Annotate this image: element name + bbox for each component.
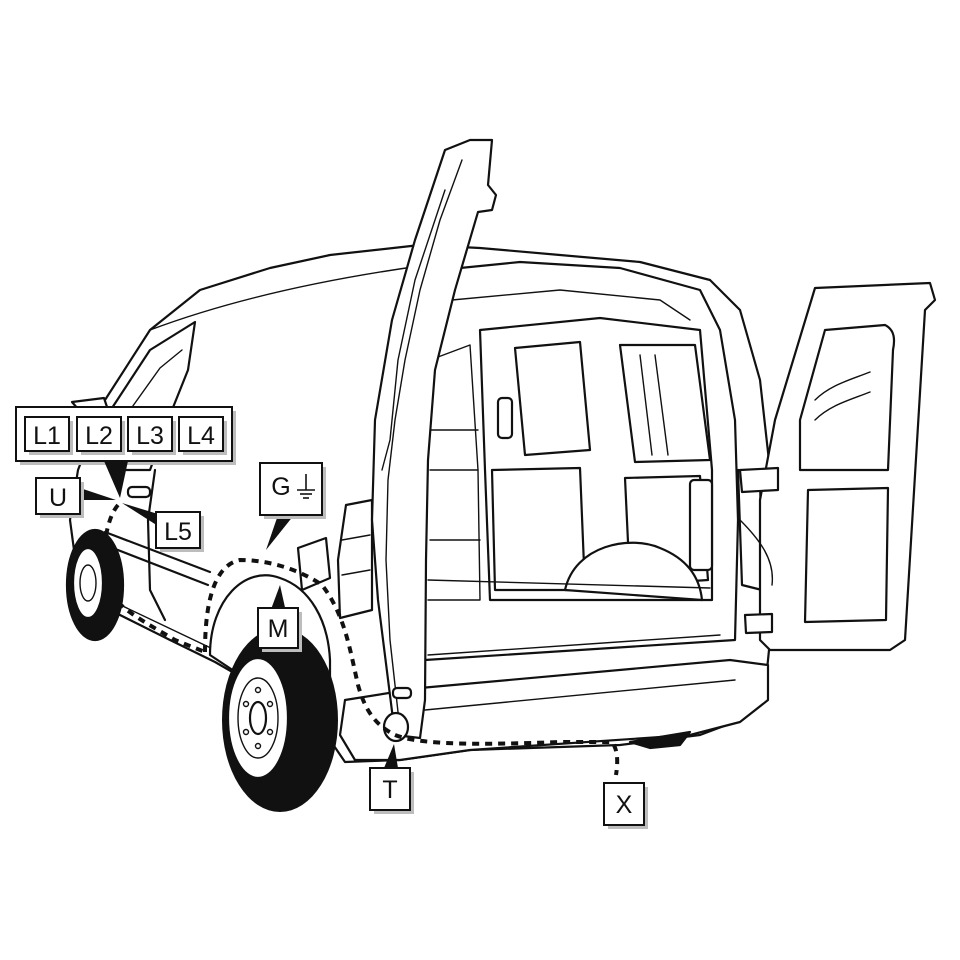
cargo-interior-ceiling xyxy=(451,289,691,321)
t-pointer xyxy=(384,744,398,768)
label-l5: L5 xyxy=(122,503,204,552)
label-m: M xyxy=(257,585,302,652)
left-door-reflector xyxy=(391,686,413,700)
bumper-line xyxy=(424,679,736,711)
underbody xyxy=(628,730,692,750)
van-illustration xyxy=(65,138,937,812)
wiring-harness-bumper xyxy=(394,733,620,776)
cargo-hook-left xyxy=(496,396,514,440)
right-door-hinge-top xyxy=(738,466,780,494)
svg-text:T: T xyxy=(382,776,397,804)
u-pointer xyxy=(80,488,116,500)
cab-window-left xyxy=(513,340,592,457)
left-tail-light-inner xyxy=(341,534,371,576)
front-door-handle xyxy=(126,485,152,499)
label-x: X xyxy=(603,782,648,829)
right-rear-door-panel xyxy=(803,486,890,624)
door-strap xyxy=(739,519,774,586)
cargo-left-ribs xyxy=(429,429,481,541)
label-g: G xyxy=(259,462,326,550)
g-pointer xyxy=(266,515,294,550)
svg-text:L2: L2 xyxy=(85,422,113,450)
ground-symbol-icon xyxy=(297,474,315,499)
cargo-hook-right xyxy=(688,478,714,572)
l5-pointer xyxy=(122,503,158,526)
cab-window-right-inner xyxy=(639,354,669,456)
svg-text:X: X xyxy=(616,791,633,819)
label-group-l1-l4: L1 L2 L3 L4 xyxy=(15,406,236,498)
label-l2: L2 xyxy=(76,416,125,455)
right-rear-door-window xyxy=(798,323,896,472)
svg-text:L1: L1 xyxy=(33,422,61,450)
right-rear-door-window-glare xyxy=(814,371,871,421)
side-rub-strip xyxy=(103,530,212,587)
svg-text:G: G xyxy=(271,473,290,501)
left-rear-door-glass xyxy=(381,189,446,471)
front-wheel xyxy=(65,528,125,642)
cargo-wheel-housing xyxy=(563,541,704,602)
roof-line xyxy=(149,265,421,331)
label-t: T xyxy=(369,744,414,814)
l1-l4-pointer xyxy=(104,461,128,498)
svg-text:M: M xyxy=(268,615,289,643)
svg-text:U: U xyxy=(49,484,67,512)
label-l1: L1 xyxy=(24,416,73,455)
cargo-floor xyxy=(427,579,721,656)
m-pointer xyxy=(270,585,286,612)
right-rear-door xyxy=(758,281,937,652)
svg-text:L3: L3 xyxy=(136,422,164,450)
label-l4: L4 xyxy=(178,416,227,455)
wiring-harness xyxy=(102,503,620,776)
rear-wheel xyxy=(222,628,338,812)
label-u: U xyxy=(35,477,116,518)
rear-bumper xyxy=(338,658,770,762)
cab-window-right xyxy=(618,343,712,464)
left-rear-door-edge xyxy=(385,159,463,731)
front-window-inner xyxy=(129,349,183,411)
svg-text:L4: L4 xyxy=(187,422,215,450)
right-door-hinge-bottom xyxy=(743,612,774,635)
front-door-seam xyxy=(146,468,167,622)
wiring-harness-arch xyxy=(203,557,396,737)
label-l3: L3 xyxy=(127,416,176,455)
tow-ball xyxy=(382,711,410,743)
svg-text:L5: L5 xyxy=(164,518,192,546)
left-tail-light xyxy=(336,498,374,620)
left-rear-door xyxy=(370,138,498,740)
